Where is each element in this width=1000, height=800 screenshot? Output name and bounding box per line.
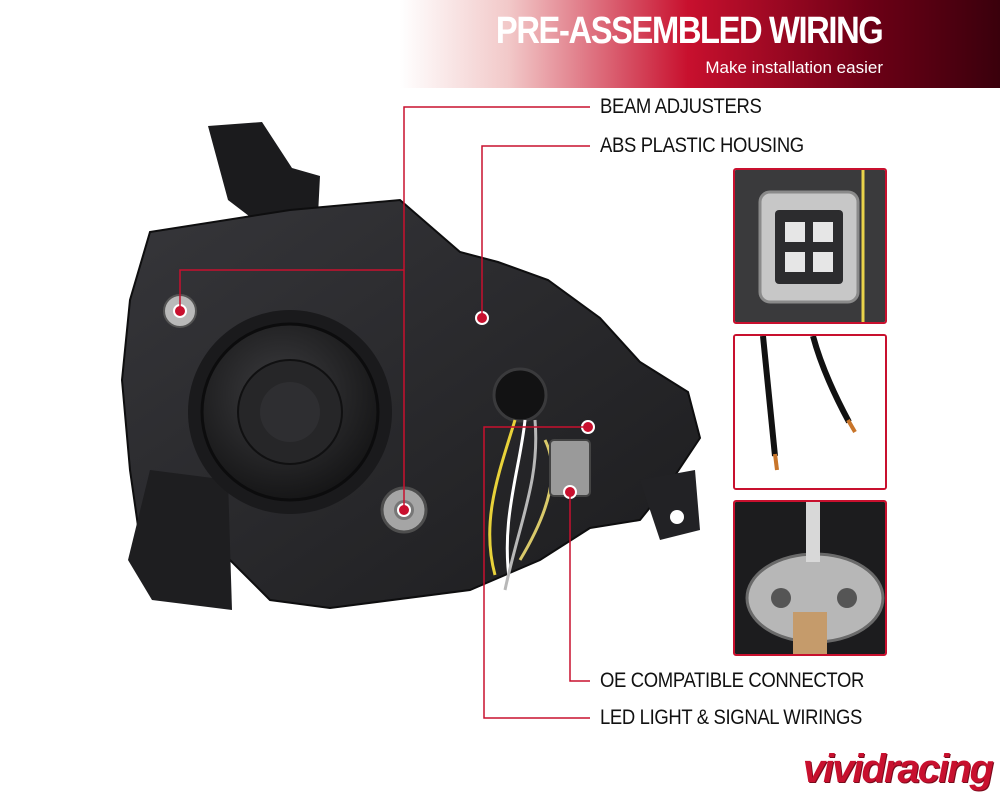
lower-bracket — [128, 470, 232, 610]
header-banner: PRE-ASSEMBLED WIRING Make installation e… — [400, 0, 1000, 88]
callout-abs-housing: ABS PLASTIC HOUSING — [600, 134, 804, 157]
callout-beam-adjusters: BEAM ADJUSTERS — [600, 95, 762, 118]
callout-led-wirings: LED LIGHT & SIGNAL WIRINGS — [600, 706, 862, 729]
thumb-wires — [733, 334, 887, 490]
thumb-connector — [733, 168, 887, 324]
callout-oe-connector: OE COMPATIBLE CONNECTOR — [600, 669, 865, 692]
line-led-wirings — [483, 426, 590, 719]
banner-subtitle: Make installation easier — [705, 58, 883, 77]
banner-title: PRE-ASSEMBLED WIRING — [495, 10, 884, 52]
vividracing-logo: vividracing — [802, 747, 994, 791]
thumb-bulb — [733, 500, 887, 656]
line-oe-connector — [569, 492, 590, 682]
line-abs-housing — [481, 145, 590, 318]
top-bracket — [208, 122, 320, 232]
line-beam-adjusters — [403, 106, 590, 510]
